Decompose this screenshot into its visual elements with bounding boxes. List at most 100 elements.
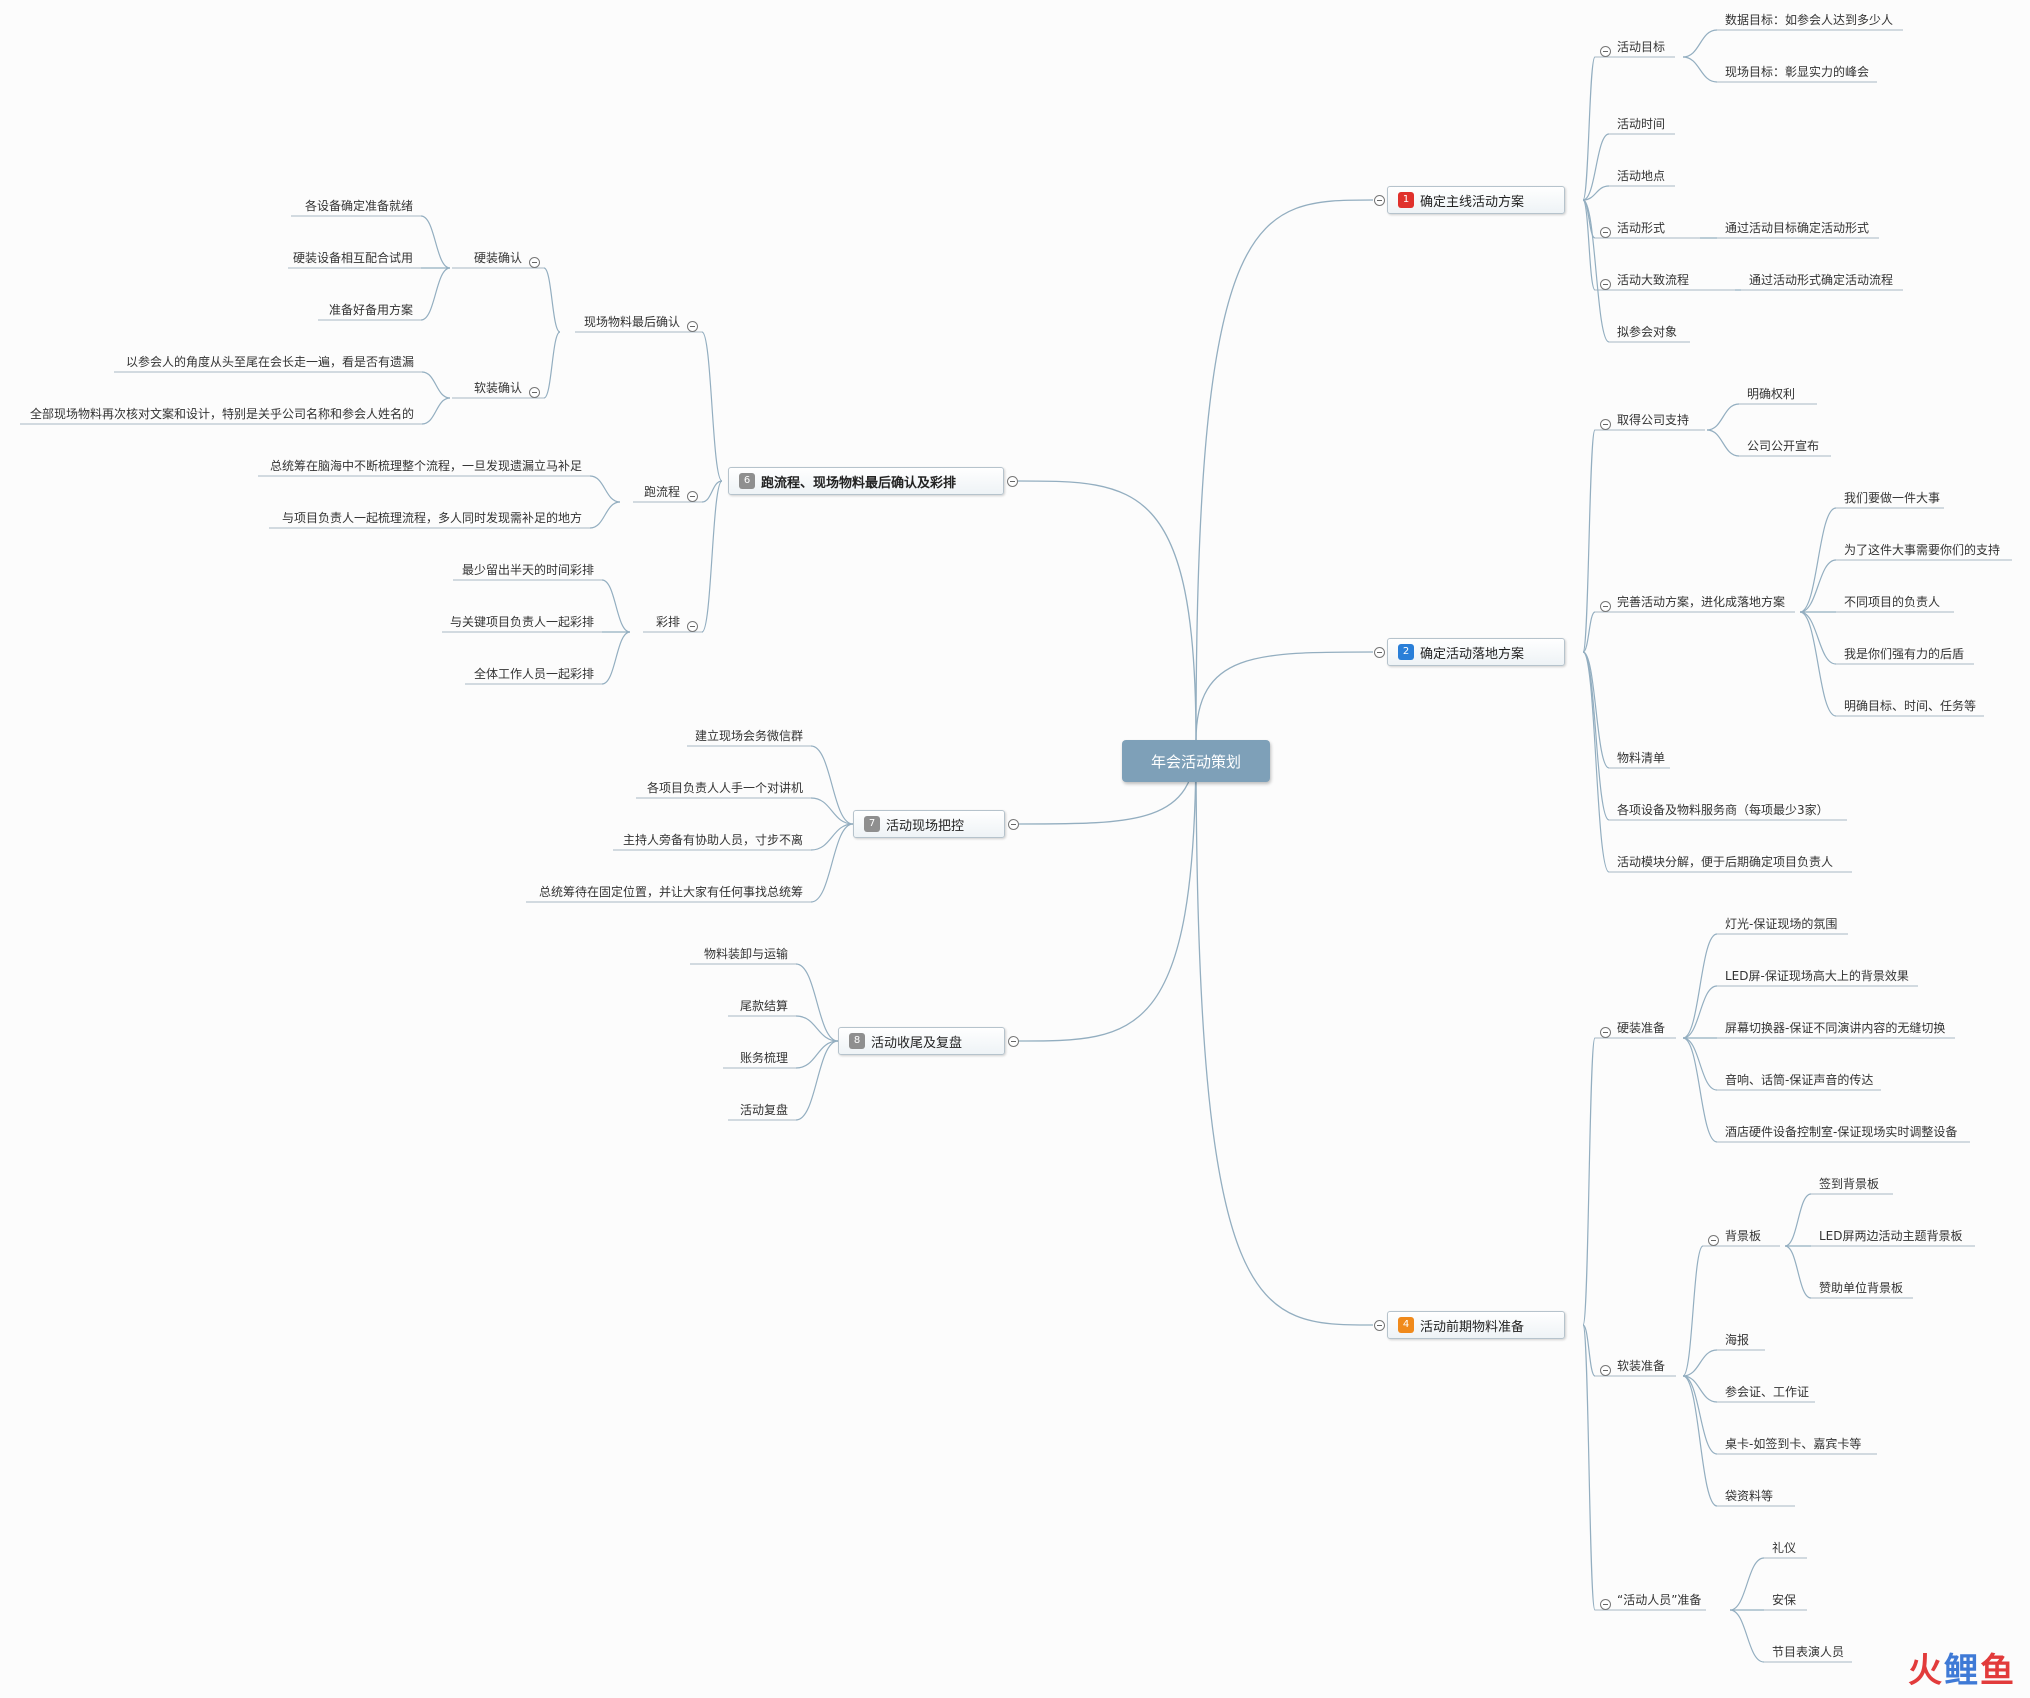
connector: [1582, 651, 1610, 821]
connector: [1682, 1037, 1718, 1091]
node-b6-hardc[interactable]: 硬装确认: [473, 251, 522, 265]
node-b8-d[interactable]: 活动复盘: [739, 1103, 788, 1117]
node-b4-hard-d[interactable]: 音响、话筒-保证声音的传达: [1725, 1073, 1874, 1087]
node-b1-goal-b[interactable]: 现场目标：彰显实力的峰会: [1725, 65, 1870, 79]
collapse-toggle-icon[interactable]: [1599, 1364, 1611, 1376]
root-node[interactable]: 年会活动策划: [1122, 740, 1270, 782]
node-b4-hard-b[interactable]: LED屏-保证现场高大上的背景效果: [1725, 969, 1909, 983]
collapse-toggle-icon[interactable]: [686, 620, 698, 632]
connector: [1195, 199, 1374, 742]
node-b4-board-b[interactable]: LED屏两边活动主题背景板: [1819, 1229, 1963, 1243]
connector: [601, 631, 631, 685]
collapse-toggle-icon[interactable]: [1373, 1319, 1385, 1331]
node-b6-hardc-c[interactable]: 准备好备用方案: [328, 303, 413, 317]
node-b1-time[interactable]: 活动时间: [1617, 117, 1666, 131]
node-b2-plan-a[interactable]: 我们要做一件大事: [1844, 491, 1941, 505]
collapse-toggle-icon[interactable]: [1373, 194, 1385, 206]
node-b2-plan-b[interactable]: 为了这件大事需要你们的支持: [1844, 543, 2001, 557]
node-b1-goal-a[interactable]: 数据目标：如参会人达到多少人: [1725, 13, 1894, 27]
node-b4-hard-c[interactable]: 屏幕切换器-保证不同演讲内容的无缝切换: [1725, 1021, 1946, 1035]
node-b6-run-b[interactable]: 与项目负责人一起梳理流程，多人同时发现需补足的地方: [281, 511, 582, 525]
node-b7-a[interactable]: 建立现场会务微信群: [694, 729, 803, 743]
collapse-toggle-icon[interactable]: [1599, 600, 1611, 612]
node-b6-run-a[interactable]: 总统筹在脑海中不断梳理整个流程，一旦发现遗漏立马补足: [269, 459, 582, 473]
node-b2-plan[interactable]: 完善活动方案，进化成落地方案: [1617, 595, 1786, 609]
node-b6-softc-b[interactable]: 全部现场物料再次核对文案和设计，特别是关乎公司名称和参会人姓名的: [29, 407, 414, 421]
node-b2-support[interactable]: 取得公司支持: [1617, 413, 1690, 427]
node-b1-flow[interactable]: 活动大致流程: [1617, 273, 1690, 287]
node-b6-reh-a[interactable]: 最少留出半天的时间彩排: [461, 563, 594, 577]
node-b7-d[interactable]: 总统筹待在固定位置，并让大家有任何事找总统筹: [538, 885, 803, 899]
node-b2-list[interactable]: 物料清单: [1617, 751, 1666, 765]
node-b6-hardc-b[interactable]: 硬装设备相互配合试用: [292, 251, 413, 265]
collapse-toggle-icon[interactable]: [686, 490, 698, 502]
node-b8-b[interactable]: 尾款结算: [739, 999, 788, 1013]
node-b2-support-b[interactable]: 公司公开宣布: [1747, 439, 1820, 453]
collapse-toggle-icon[interactable]: [1599, 226, 1611, 238]
node-b8-a[interactable]: 物料装卸与运输: [703, 947, 788, 961]
node-b4-desk[interactable]: 桌卡-如签到卡、嘉宾卡等: [1725, 1437, 1862, 1451]
node-b1-form-a[interactable]: 通过活动目标确定活动形式: [1725, 221, 1870, 235]
node-b1-flow-a[interactable]: 通过活动形式确定活动流程: [1749, 273, 1894, 287]
node-b2-vendor[interactable]: 各项设备及物料服务商（每项最少3家）: [1617, 803, 1829, 817]
node-b4-board[interactable]: 背景板: [1725, 1229, 1762, 1243]
node-b1-goal[interactable]: 活动目标: [1617, 40, 1666, 54]
node-b2-plan-c[interactable]: 不同项目的负责人: [1844, 595, 1941, 609]
node-b6-confirm[interactable]: 现场物料最后确认: [583, 315, 680, 329]
node-b4-staff-b[interactable]: 安保: [1772, 1593, 1797, 1607]
collapse-toggle-icon[interactable]: [1373, 646, 1385, 658]
node-b4-card[interactable]: 参会证、工作证: [1725, 1385, 1810, 1399]
node-b2-plan-e[interactable]: 明确目标、时间、任务等: [1844, 699, 1977, 713]
node-b7-b[interactable]: 各项目负责人人手一个对讲机: [646, 781, 803, 795]
node-b4-bag[interactable]: 袋资料等: [1725, 1489, 1774, 1503]
node-b1-target[interactable]: 拟参会对象: [1617, 325, 1678, 339]
node-b4-board-c[interactable]: 赞助单位背景板: [1819, 1281, 1904, 1295]
node-b4-hard-a[interactable]: 灯光-保证现场的氛围: [1725, 917, 1838, 931]
node-b1-place[interactable]: 活动地点: [1617, 169, 1666, 183]
node-b4-staff-a[interactable]: 礼仪: [1772, 1541, 1797, 1555]
collapse-toggle-icon[interactable]: [1599, 45, 1611, 57]
node-b4-board-a[interactable]: 签到背景板: [1819, 1177, 1880, 1191]
collapse-toggle-icon[interactable]: [1707, 1234, 1719, 1246]
collapse-toggle-icon[interactable]: [1599, 1598, 1611, 1610]
collapse-toggle-icon[interactable]: [686, 320, 698, 332]
node-b6-hardc-a[interactable]: 各设备确定准备就绪: [304, 199, 413, 213]
node-b6-softc[interactable]: 软装确认: [473, 381, 522, 395]
node-b2-module[interactable]: 活动模块分解，便于后期确定项目负责人: [1617, 855, 1834, 869]
collapse-toggle-icon[interactable]: [1599, 418, 1611, 430]
collapse-toggle-icon[interactable]: [528, 256, 540, 268]
collapse-toggle-icon[interactable]: [1599, 1026, 1611, 1038]
node-b4-staff[interactable]: “活动人员”准备: [1617, 1593, 1702, 1607]
node-b4-staff-c[interactable]: 节目表演人员: [1772, 1645, 1845, 1659]
node-b8-c[interactable]: 账务梳理: [739, 1051, 788, 1065]
node-b6-run[interactable]: 跑流程: [643, 485, 680, 499]
node-b4-hard[interactable]: 硬装准备: [1617, 1021, 1666, 1035]
connector: [1582, 185, 1610, 201]
connector: [1682, 1245, 1704, 1377]
collapse-toggle-icon[interactable]: [1007, 1035, 1019, 1047]
collapse-toggle-icon[interactable]: [528, 386, 540, 398]
node-b6-reh-c[interactable]: 全体工作人员一起彩排: [473, 667, 594, 681]
collapse-toggle-icon[interactable]: [1599, 278, 1611, 290]
node-b2-plan-d[interactable]: 我是你们强有力的后盾: [1844, 647, 1965, 661]
node-b6-rehearse[interactable]: 彩排: [655, 615, 680, 629]
node-b1-form[interactable]: 活动形式: [1617, 221, 1666, 235]
node-b6-softc-a[interactable]: 以参会人的角度从头至尾在会长走一遍，看是否有遗漏: [125, 355, 414, 369]
node-b6-reh-b[interactable]: 与关键项目负责人一起彩排: [449, 615, 594, 629]
priority-badge-icon: 2: [1398, 644, 1414, 660]
node-b4-hard-e[interactable]: 酒店硬件设备控制室-保证现场实时调整设备: [1725, 1125, 1958, 1139]
node-b7-c[interactable]: 主持人旁备有协助人员，寸步不离: [622, 833, 803, 847]
connector: [701, 480, 723, 633]
collapse-toggle-icon[interactable]: [1006, 475, 1018, 487]
node-b4-poster[interactable]: 海报: [1725, 1333, 1750, 1347]
node-b4-soft[interactable]: 软装准备: [1617, 1359, 1666, 1373]
collapse-toggle-icon[interactable]: [1007, 818, 1019, 830]
node-b2-support-a[interactable]: 明确权利: [1747, 387, 1796, 401]
connector: [810, 823, 854, 851]
